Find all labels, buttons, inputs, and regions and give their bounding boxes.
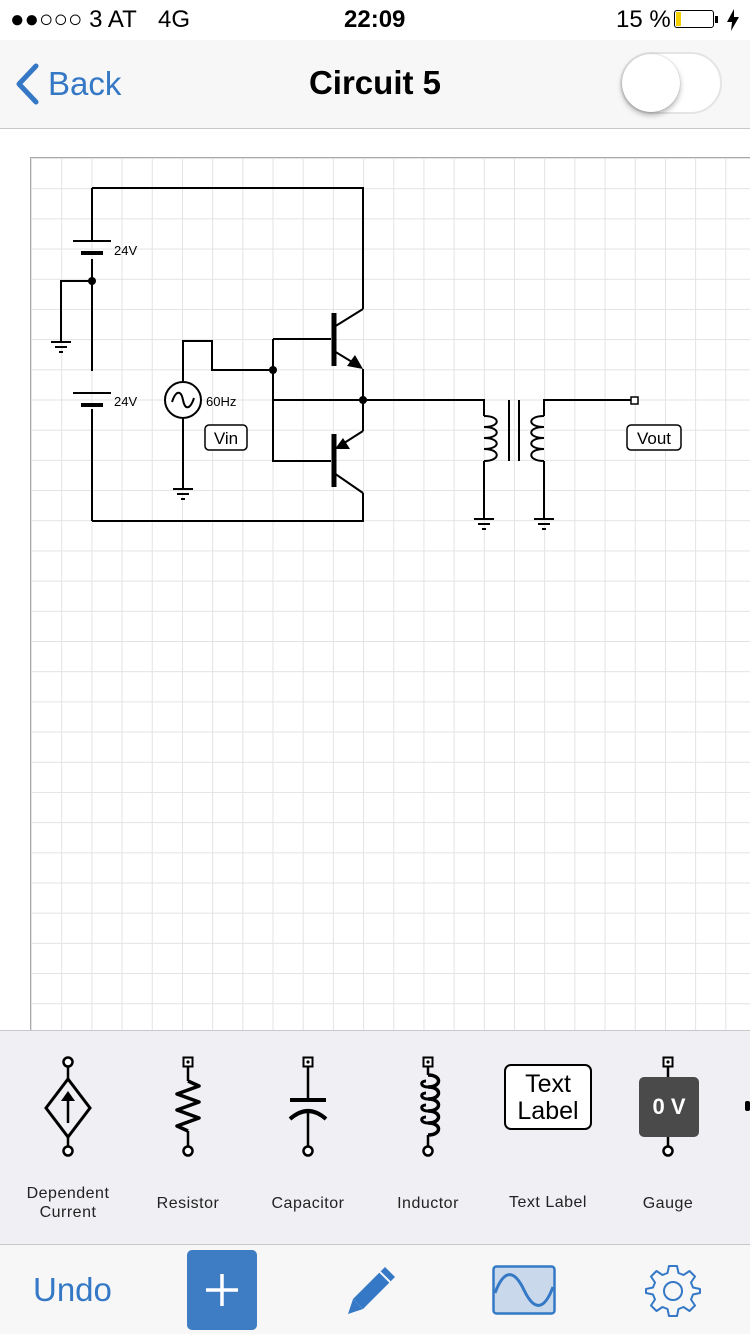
ground-icon	[173, 488, 193, 500]
junction-dot	[269, 366, 277, 374]
capacitor-icon	[288, 1056, 328, 1157]
source-frequency-label: 60Hz	[206, 394, 236, 409]
network-label: 4G	[158, 6, 191, 33]
npn-transistor-icon	[331, 308, 364, 369]
battery-percent: 15 %	[616, 6, 671, 33]
bottom-toolbar: Undo	[0, 1245, 750, 1334]
palette-label: Inductor	[397, 1195, 459, 1212]
page-title: Circuit 5	[308, 64, 442, 101]
battery-bottom	[73, 392, 111, 407]
plus-icon	[206, 1274, 238, 1306]
gauge-display: 0 V	[639, 1077, 699, 1137]
palette-dependent-current[interactable]: Dependent Current	[8, 1031, 128, 1246]
vin-label-box[interactable]: Vin	[204, 424, 248, 451]
output-terminal	[630, 396, 639, 405]
palette-label: Gauge	[642, 1195, 694, 1212]
carrier-label: ●●○○○ 3 AT	[10, 6, 137, 33]
battery-icon	[674, 10, 718, 30]
wire-top	[92, 187, 364, 309]
vin-label: Vin	[214, 429, 238, 448]
text-label-icon-line: Text	[525, 1070, 571, 1098]
palette-next-item-hint	[745, 1101, 750, 1111]
status-bar: ●●○○○ 3 AT 4G 22:09 15 %	[0, 0, 750, 40]
wire-output	[363, 399, 631, 518]
palette-text-label[interactable]: Text Label Text Label	[488, 1031, 608, 1246]
vout-label: Vout	[637, 429, 671, 448]
toggle-knob	[622, 54, 680, 112]
palette-label: Text Label	[509, 1194, 587, 1211]
palette-label: Capacitor	[271, 1195, 345, 1212]
resistor-icon	[175, 1056, 201, 1157]
wire-bottom	[92, 493, 364, 522]
ac-source-icon	[164, 381, 202, 419]
charging-icon	[727, 9, 739, 36]
waveform-icon	[492, 1265, 556, 1315]
palette-label: Resistor	[156, 1195, 220, 1212]
gear-icon	[645, 1265, 701, 1317]
wire-source	[182, 340, 273, 488]
draw-wire-button[interactable]	[345, 1263, 399, 1322]
junction-dot	[88, 277, 96, 285]
back-label: Back	[48, 65, 122, 102]
palette-label: Dependent	[26, 1185, 110, 1202]
simulation-toggle[interactable]	[620, 52, 722, 114]
text-label-icon-line: Label	[517, 1097, 579, 1125]
palette-resistor[interactable]: Resistor	[128, 1031, 248, 1246]
battery-top-label: 24V	[114, 243, 137, 258]
ground-icon	[51, 341, 71, 353]
wire-bases	[272, 338, 364, 462]
pnp-transistor-icon	[331, 430, 364, 494]
wire-ground-branch	[60, 280, 92, 341]
ground-icon	[474, 518, 494, 530]
palette-label: Current	[39, 1204, 97, 1221]
junction-dot	[359, 396, 367, 404]
dependent-current-icon	[44, 1056, 92, 1157]
clock: 22:09	[344, 6, 406, 33]
palette-inductor[interactable]: Inductor	[368, 1031, 488, 1246]
text-label-icon: Text Label	[504, 1064, 592, 1130]
circuit-canvas[interactable]: 24V 24V 60Hz Vin Vout	[30, 157, 750, 1030]
add-component-button[interactable]	[187, 1250, 257, 1330]
settings-button[interactable]	[645, 1263, 701, 1324]
vout-label-box[interactable]: Vout	[626, 424, 682, 451]
gauge-value: 0 V	[652, 1094, 686, 1119]
ground-icon	[534, 518, 554, 530]
chevron-left-icon	[16, 63, 39, 105]
battery-top	[73, 240, 111, 255]
navigation-bar: Back Circuit 5	[0, 40, 750, 129]
undo-button[interactable]: Undo	[33, 1271, 112, 1308]
inductor-icon	[420, 1056, 441, 1157]
component-palette: Dependent Current Resistor	[0, 1030, 750, 1245]
palette-gauge[interactable]: 0 V Gauge	[608, 1031, 728, 1246]
oscilloscope-button[interactable]	[492, 1265, 556, 1320]
palette-capacitor[interactable]: Capacitor	[248, 1031, 368, 1246]
battery-bottom-label: 24V	[114, 394, 137, 409]
back-button[interactable]: Back	[14, 62, 121, 106]
gauge-icon	[662, 1056, 674, 1157]
transformer-icon	[483, 400, 545, 462]
pencil-icon	[348, 1267, 395, 1314]
